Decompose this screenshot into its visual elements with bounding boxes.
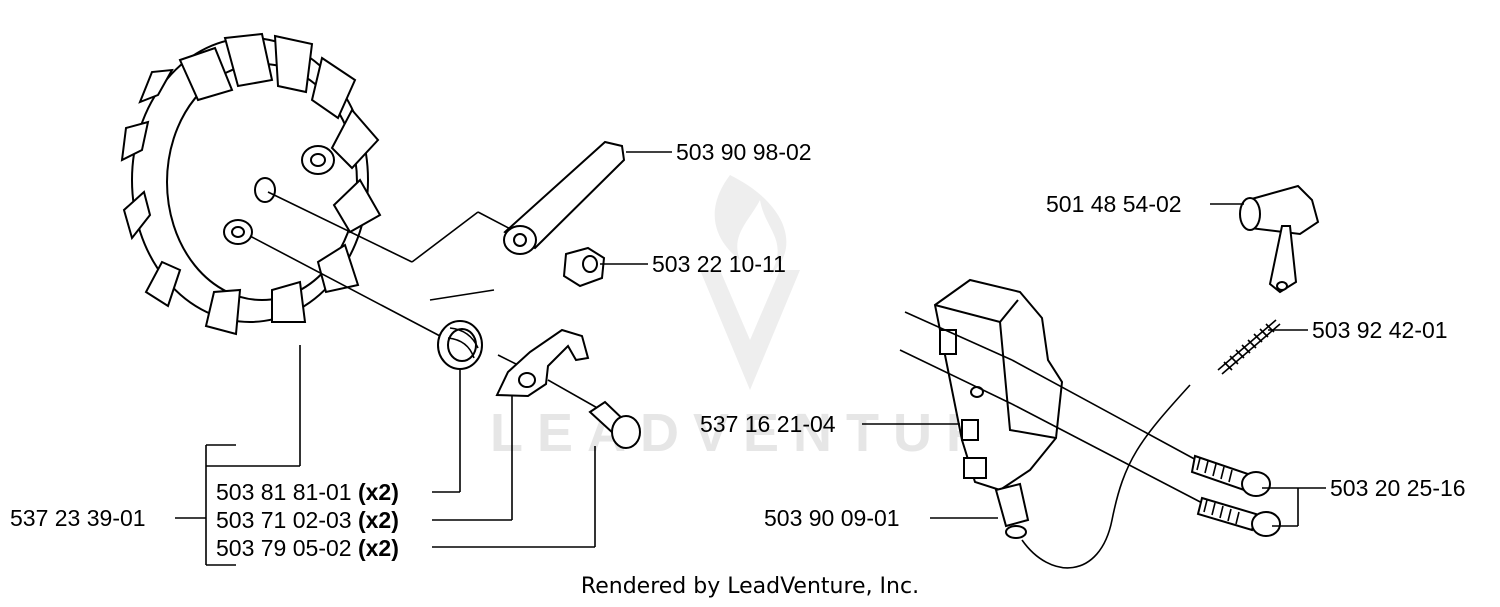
lever-drawing bbox=[1239, 184, 1320, 294]
part-qty: (x2) bbox=[357, 479, 399, 505]
part-number: 537 16 21-04 bbox=[700, 411, 836, 437]
part-qty: (x2) bbox=[357, 507, 399, 533]
part-number: 503 92 42-01 bbox=[1312, 317, 1448, 343]
arm-drawing bbox=[503, 140, 626, 255]
part-label-503-81-81-01[interactable]: 503 81 81-01 (x2) bbox=[216, 478, 399, 506]
watermark: LEADVENTURE bbox=[490, 403, 1050, 463]
part-label-503-79-05-02[interactable]: 503 79 05-02 (x2) bbox=[216, 534, 399, 562]
spring-drawing bbox=[437, 320, 483, 370]
part-number: 503 90 09-01 bbox=[764, 505, 900, 531]
ignition-module-drawing bbox=[933, 278, 1064, 492]
part-label-503-22-10-11[interactable]: 503 22 10-11 bbox=[652, 250, 786, 278]
screw-drawing-2 bbox=[1196, 496, 1281, 537]
part-number: 503 22 10-11 bbox=[652, 251, 786, 277]
watermark-logo bbox=[700, 175, 800, 390]
part-number: 503 81 81-01 bbox=[216, 479, 352, 505]
pawl-drawing bbox=[495, 328, 590, 398]
part-number: 503 71 02-03 bbox=[216, 507, 352, 533]
part-label-503-20-25-16[interactable]: 503 20 25-16 bbox=[1330, 474, 1466, 502]
part-qty: (x2) bbox=[357, 535, 399, 561]
part-number: 501 48 54-02 bbox=[1046, 191, 1182, 217]
pin-drawing bbox=[588, 400, 641, 449]
part-label-503-92-42-01[interactable]: 503 92 42-01 bbox=[1312, 316, 1448, 344]
part-label-503-71-02-03[interactable]: 503 71 02-03 (x2) bbox=[216, 506, 399, 534]
part-number: 537 23 39-01 bbox=[10, 505, 146, 531]
part-label-537-16-21-04[interactable]: 537 16 21-04 bbox=[700, 410, 836, 438]
part-label-503-90-09-01[interactable]: 503 90 09-01 bbox=[764, 504, 900, 532]
part-number: 503 90 98-02 bbox=[676, 139, 812, 165]
flywheel-drawing bbox=[120, 32, 382, 336]
connector-drawing bbox=[994, 482, 1030, 539]
coil-spring-drawing bbox=[1217, 319, 1281, 375]
part-label-501-48-54-02[interactable]: 501 48 54-02 bbox=[1046, 190, 1182, 218]
part-number: 503 79 05-02 bbox=[216, 535, 352, 561]
screw-drawing-1 bbox=[1190, 454, 1271, 497]
part-number: 503 20 25-16 bbox=[1330, 475, 1466, 501]
part-label-503-90-98-02[interactable]: 503 90 98-02 bbox=[676, 138, 812, 166]
footer-credit: Rendered by LeadVenture, Inc. bbox=[580, 574, 920, 599]
part-label-537-23-39-01[interactable]: 537 23 39-01 bbox=[10, 504, 146, 532]
nut-drawing bbox=[562, 246, 606, 288]
